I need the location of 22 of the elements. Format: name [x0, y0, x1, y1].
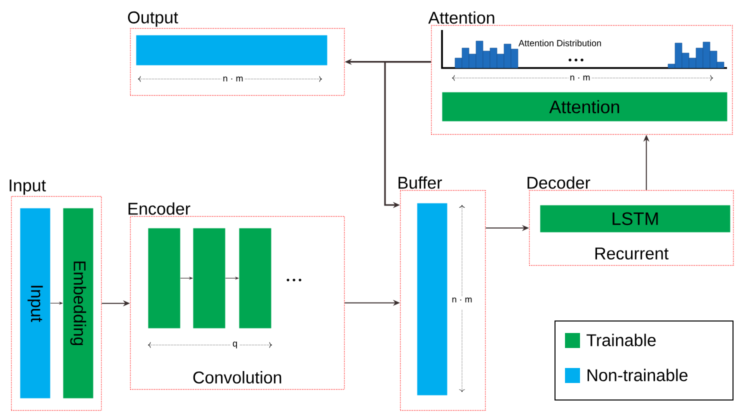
node-label: Buffer: [398, 176, 442, 189]
vector-bar: [136, 35, 328, 66]
node-label: Output: [128, 11, 178, 27]
attention-bar: Attention: [442, 92, 728, 122]
input-bar: Input: [20, 208, 50, 398]
dimension-label: n · m: [568, 74, 592, 82]
legend-label: Non-trainable: [588, 368, 688, 382]
legend-label: Trainable: [586, 334, 656, 346]
lstm-bar: LSTM: [540, 205, 730, 232]
buffer-bar: [417, 203, 448, 396]
convolution-layer: [193, 228, 226, 328]
convolution-layer: [148, 228, 180, 328]
node-label: Decoder: [528, 176, 590, 189]
node-label: Attention: [428, 11, 494, 24]
dimension-label: n · m: [450, 296, 474, 304]
chart-title: Attention Distribution: [518, 40, 601, 46]
node-label: Input: [10, 180, 46, 195]
dimension-label: q: [231, 340, 239, 350]
dimension-label: n · m: [221, 75, 245, 83]
node-label: Encoder: [128, 202, 190, 215]
embedding-bar: Embedding: [63, 208, 94, 398]
convolution-layer: [239, 228, 272, 328]
